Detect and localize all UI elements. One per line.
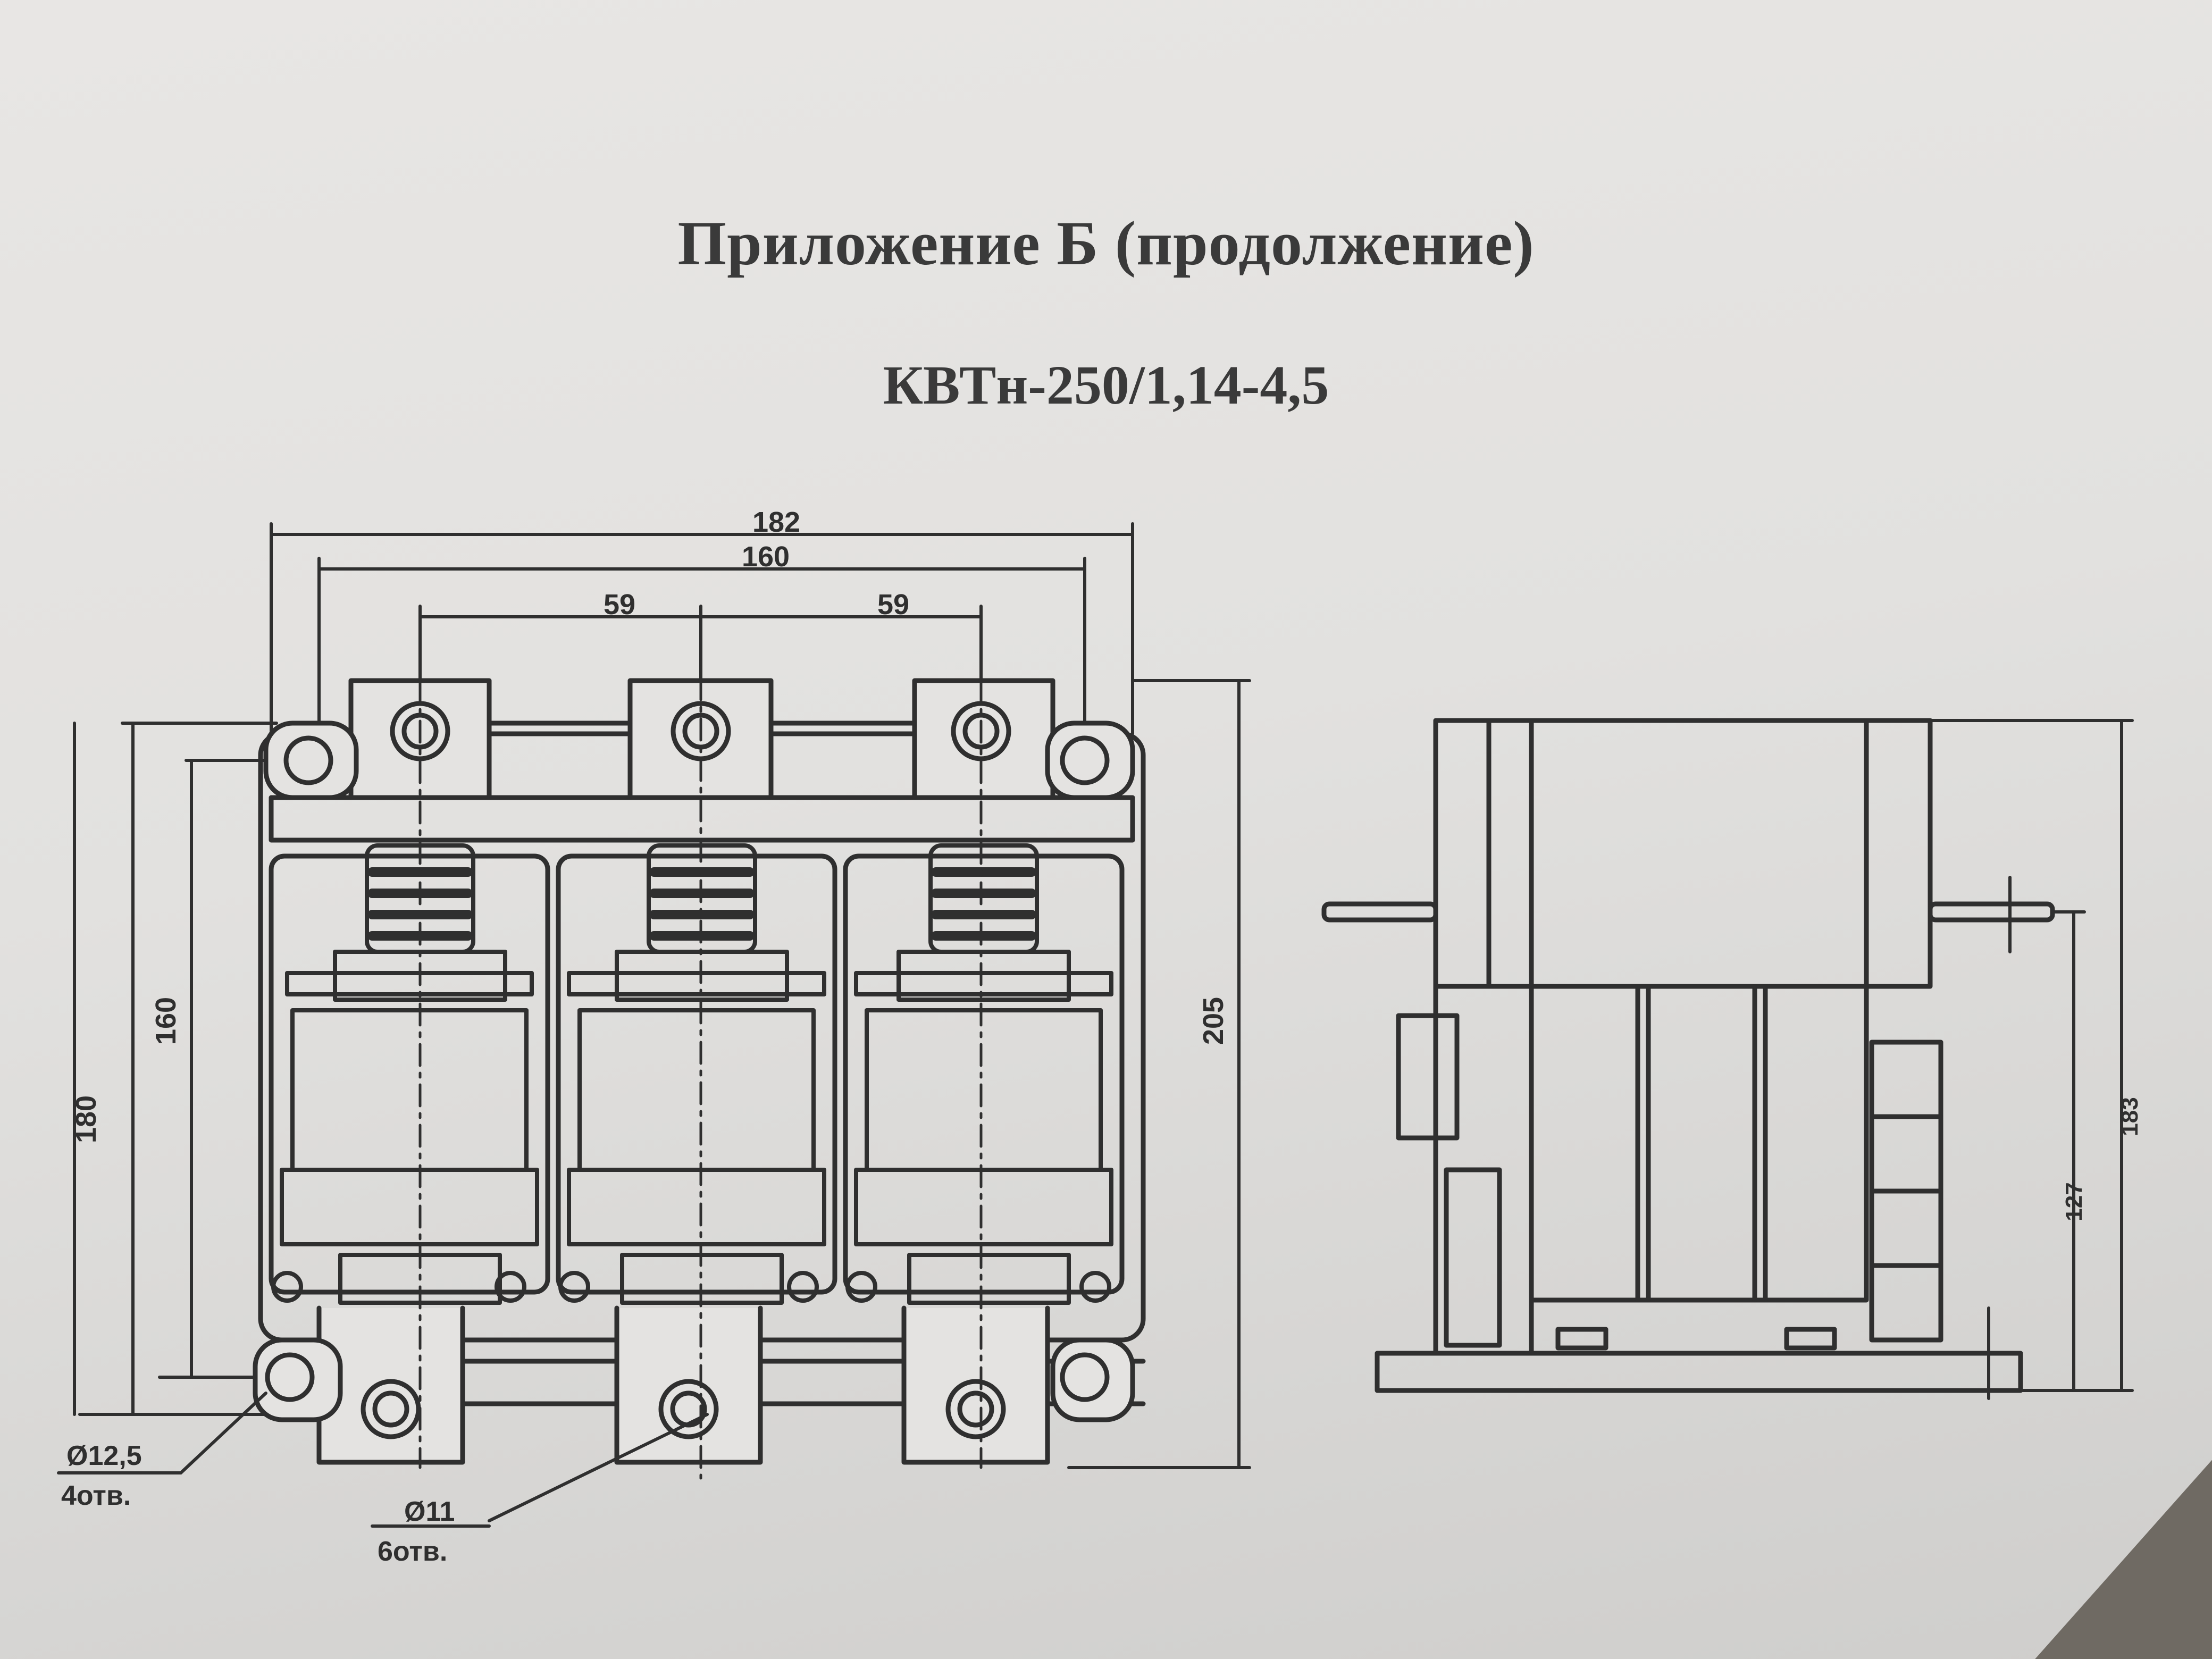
- front-view: [57, 522, 1251, 1528]
- bay-screws: [271, 1271, 1111, 1303]
- side-dimension-terminal-height: 127: [2061, 1182, 2087, 1221]
- page-title: Приложение Б (продолжение): [677, 208, 1535, 278]
- side-view-dimension-lines: [1929, 719, 2134, 1400]
- mount-hole-diameter-callout: Ø12,5: [66, 1440, 142, 1471]
- center-lines: [418, 636, 983, 1480]
- dimension-pole-pitch-left: 59: [604, 589, 635, 621]
- pole-mechanisms: [280, 843, 1113, 1305]
- terminal-hole-diameter-callout: Ø11: [404, 1496, 455, 1527]
- side-dimension-overall-height: 183: [2117, 1097, 2143, 1136]
- dimension-mount-spacing: 160: [742, 541, 790, 573]
- model-designation: КВТн-250/1,14-4,5: [883, 355, 1329, 416]
- dimension-mount-height: 160: [150, 997, 182, 1045]
- bottom-terminals: [316, 1305, 1050, 1465]
- mounting-ears-bottom: [253, 1337, 1135, 1422]
- leader-lines: [57, 1392, 709, 1528]
- pole-bays: [269, 853, 1125, 1295]
- mounting-ears-top: [263, 720, 1135, 800]
- dimension-base-height: 180: [70, 1095, 102, 1143]
- mount-hole-count-callout: 4отв.: [61, 1480, 131, 1511]
- dimension-overall-height: 205: [1197, 997, 1229, 1045]
- dimension-pole-pitch-right: 59: [877, 589, 909, 621]
- side-view-body: [1321, 718, 2055, 1393]
- terminal-hole-count-callout: 6отв.: [378, 1536, 447, 1567]
- dimension-overall-width: 182: [752, 506, 800, 538]
- side-view: [1321, 718, 2134, 1400]
